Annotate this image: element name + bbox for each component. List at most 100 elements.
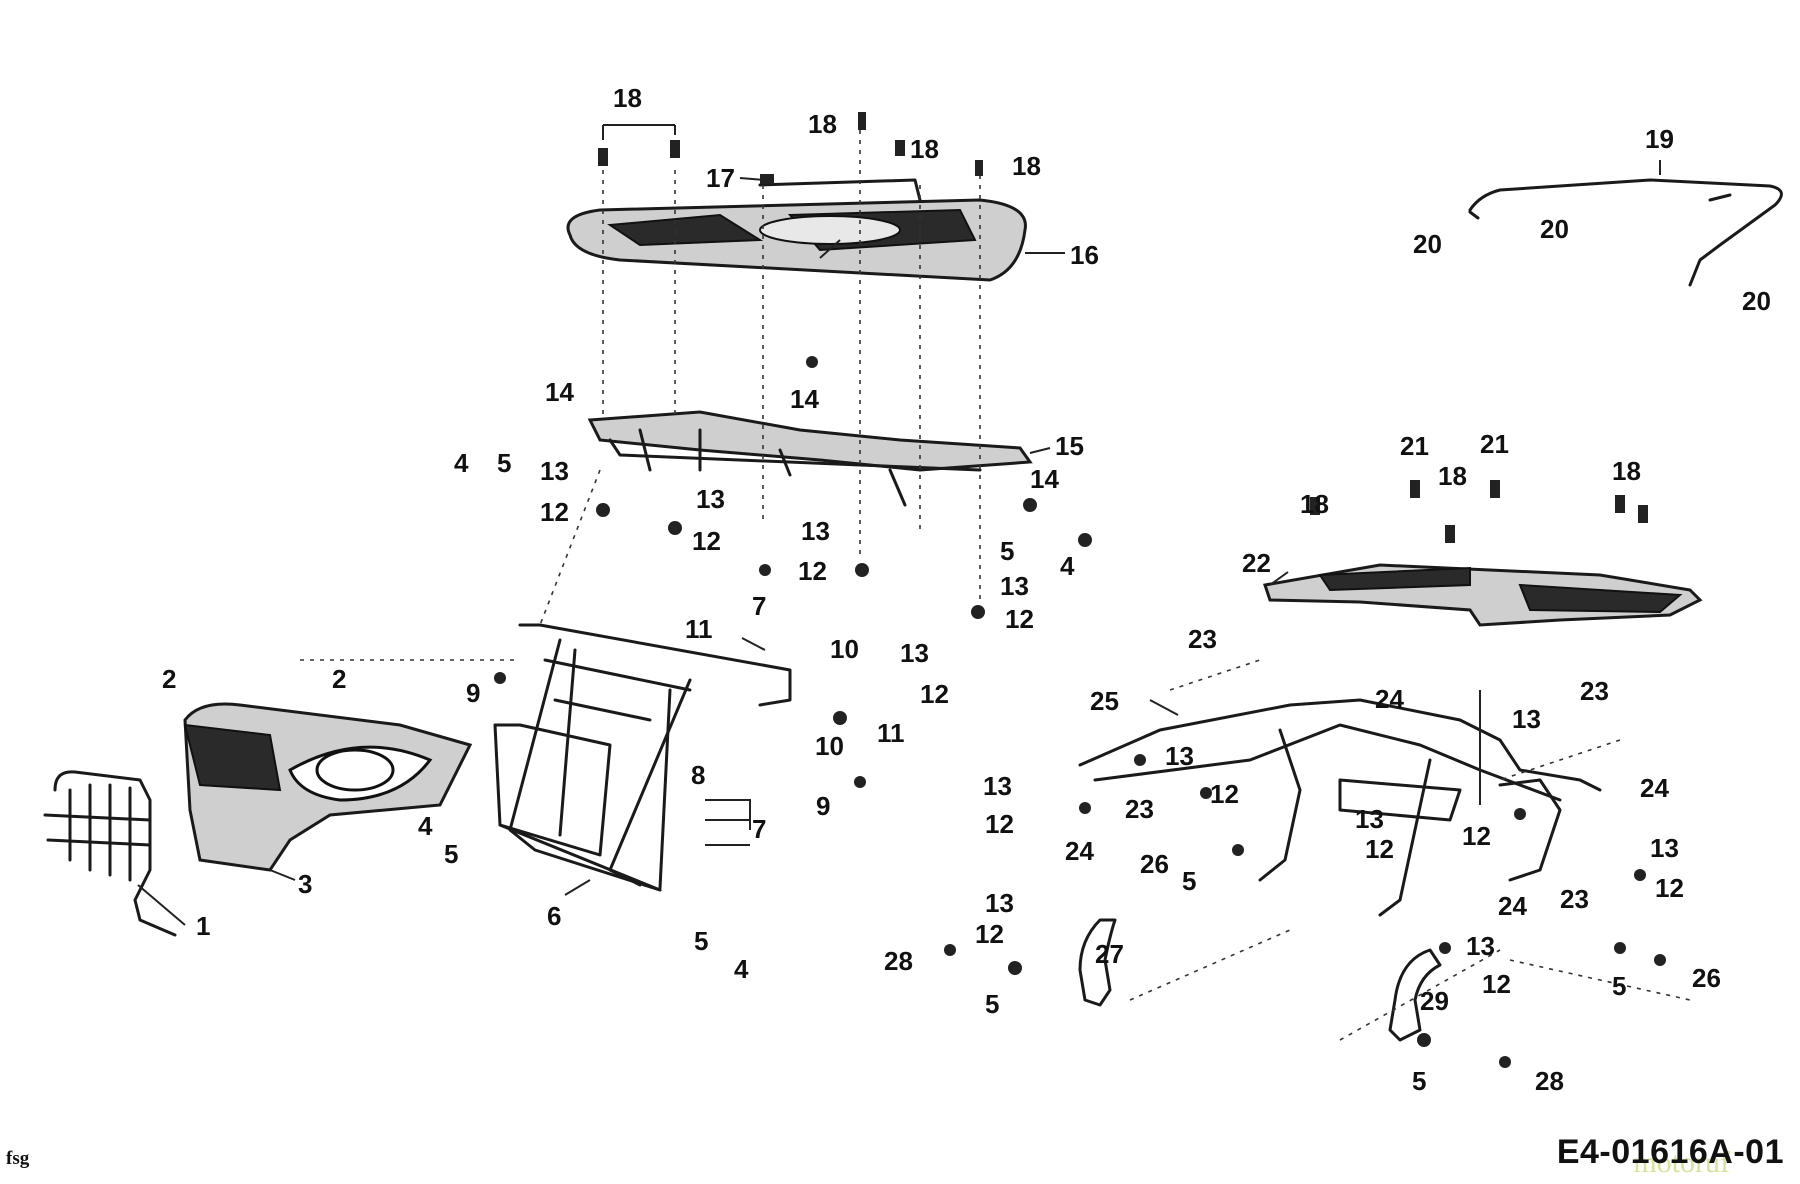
label-2: 2 (162, 664, 176, 694)
drafter-initials: fsg (6, 1148, 30, 1169)
label-13: 13 (1466, 931, 1495, 961)
label-12: 12 (985, 809, 1014, 839)
label-12: 12 (975, 919, 1004, 949)
part-15-support-frame (587, 410, 1033, 507)
label-22: 22 (1242, 548, 1271, 578)
label-25: 25 (1090, 686, 1119, 716)
label-4: 4 (418, 811, 433, 841)
label-18: 18 (808, 109, 837, 139)
label-28: 28 (1535, 1066, 1564, 1096)
label-23: 23 (1580, 676, 1609, 706)
label-1: 1 (196, 911, 210, 941)
hardware-markers (494, 112, 1666, 1068)
label-5: 5 (444, 839, 458, 869)
part-25-rear-frame (1078, 698, 1602, 917)
label-27: 27 (1095, 939, 1124, 969)
label-5: 5 (1412, 1066, 1426, 1096)
label-3: 3 (298, 869, 312, 899)
label-13: 13 (983, 771, 1012, 801)
label-12: 12 (1482, 969, 1511, 999)
part-16-top-rack (566, 178, 1027, 282)
label-18: 18 (910, 134, 939, 164)
label-26: 26 (1692, 963, 1721, 993)
label-19: 19 (1645, 124, 1674, 154)
leader-lines (137, 124, 1661, 926)
label-9: 9 (466, 678, 480, 708)
label-4: 4 (1060, 551, 1075, 581)
label-12: 12 (798, 556, 827, 586)
label-12: 12 (1462, 821, 1491, 851)
label-12: 12 (1005, 604, 1034, 634)
label-24: 24 (1375, 684, 1404, 714)
label-14: 14 (545, 377, 574, 407)
label-20: 20 (1413, 229, 1442, 259)
label-4: 4 (734, 954, 749, 984)
label-5: 5 (985, 989, 999, 1019)
label-16: 16 (1070, 240, 1099, 270)
label-13: 13 (1355, 804, 1384, 834)
label-12: 12 (1365, 834, 1394, 864)
label-20: 20 (1540, 214, 1569, 244)
label-26: 26 (1140, 849, 1169, 879)
alignment-lines (300, 120, 1691, 1041)
label-21: 21 (1400, 431, 1429, 461)
label-23: 23 (1560, 884, 1589, 914)
label-11: 11 (877, 718, 905, 748)
part-27-side-bracket (1078, 918, 1117, 1007)
label-2: 2 (332, 664, 346, 694)
label-5: 5 (694, 926, 708, 956)
label-18: 18 (1612, 456, 1641, 486)
label-14: 14 (1030, 464, 1059, 494)
label-28: 28 (884, 946, 913, 976)
part-22-rear-rack (1263, 563, 1703, 627)
part-number-labels: 18 18 18 18 17 16 14 14 15 4 5 13 12 13 … (162, 83, 1771, 1096)
label-24: 24 (1640, 773, 1669, 803)
label-12: 12 (920, 679, 949, 709)
label-5: 5 (497, 448, 511, 478)
label-7: 7 (752, 591, 766, 621)
label-13: 13 (1165, 741, 1194, 771)
part-6-front-frame (493, 623, 792, 892)
part-1-grille-guard (43, 770, 177, 937)
label-5: 5 (1182, 866, 1196, 896)
label-12: 12 (692, 526, 721, 556)
label-8: 8 (691, 760, 705, 790)
label-24: 24 (1498, 891, 1527, 921)
label-13: 13 (801, 516, 830, 546)
label-4: 4 (454, 448, 469, 478)
label-10: 10 (815, 731, 844, 761)
label-12: 12 (1655, 873, 1684, 903)
label-23: 23 (1125, 794, 1154, 824)
label-21: 21 (1480, 429, 1509, 459)
label-13: 13 (540, 456, 569, 486)
label-29: 29 (1420, 986, 1449, 1016)
label-24: 24 (1065, 836, 1094, 866)
label-17: 17 (706, 163, 735, 193)
label-5: 5 (1612, 971, 1626, 1001)
label-13: 13 (696, 484, 725, 514)
label-9: 9 (816, 791, 830, 821)
label-13: 13 (1512, 704, 1541, 734)
part-19-rear-bar (1468, 178, 1783, 287)
label-20: 20 (1742, 286, 1771, 316)
label-10: 10 (830, 634, 859, 664)
label-12: 12 (1210, 779, 1239, 809)
label-13: 13 (900, 638, 929, 668)
label-13: 13 (1650, 833, 1679, 863)
label-18: 18 (1300, 489, 1329, 519)
label-14: 14 (790, 384, 819, 414)
label-7: 7 (752, 814, 766, 844)
label-18: 18 (1438, 461, 1467, 491)
label-18: 18 (613, 83, 642, 113)
label-13: 13 (1000, 571, 1029, 601)
label-13: 13 (985, 888, 1014, 918)
label-15: 15 (1055, 431, 1084, 461)
part-29-side-bracket (1388, 948, 1442, 1042)
label-18: 18 (1012, 151, 1041, 181)
label-12: 12 (540, 497, 569, 527)
label-11: 11 (685, 614, 713, 644)
label-5: 5 (1000, 536, 1014, 566)
label-6: 6 (547, 901, 561, 931)
